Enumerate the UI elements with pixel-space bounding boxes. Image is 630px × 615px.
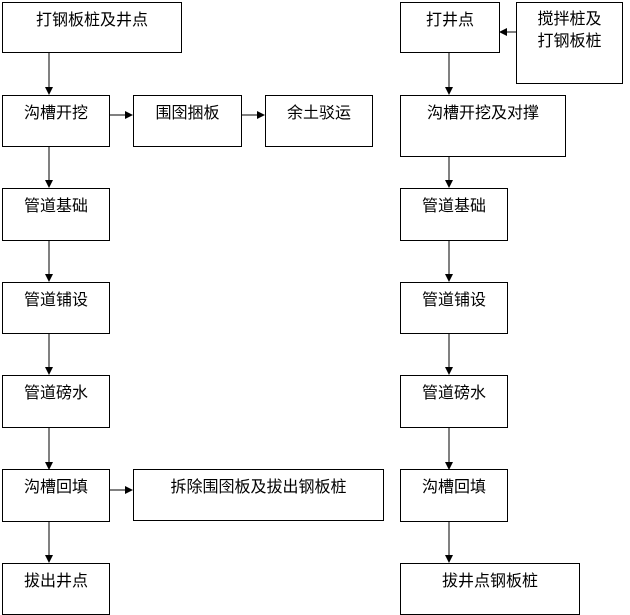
step-start: 打钢板桩及井点 [2, 2, 182, 53]
step-excavate: 沟槽开挖 [2, 95, 110, 147]
step-wellpoints: 打井点 [400, 2, 500, 53]
step-water-test: 管道磅水 [2, 375, 110, 428]
step-excavate-right: 沟槽开挖及对撑 [400, 95, 566, 157]
step-foundation-right: 管道基础 [400, 188, 508, 241]
step-laying: 管道铺设 [2, 282, 110, 334]
step-shoring: 围囹捆板 [133, 95, 242, 147]
step-laying-right: 管道铺设 [400, 282, 508, 334]
step-soil-transport: 余土驳运 [265, 95, 373, 147]
step-pull-right: 拔井点钢板桩 [400, 563, 580, 615]
step-pull-wellpoints: 拔出井点 [2, 563, 110, 615]
step-water-test-right: 管道磅水 [400, 375, 508, 428]
step-remove: 拆除围囹板及拔出钢板桩 [133, 469, 384, 521]
step-backfill: 沟槽回填 [2, 469, 110, 522]
step-mixing-piles: 搅拌桩及打钢板桩 [516, 2, 623, 84]
step-backfill-right: 沟槽回填 [400, 469, 508, 522]
step-foundation: 管道基础 [2, 188, 110, 241]
